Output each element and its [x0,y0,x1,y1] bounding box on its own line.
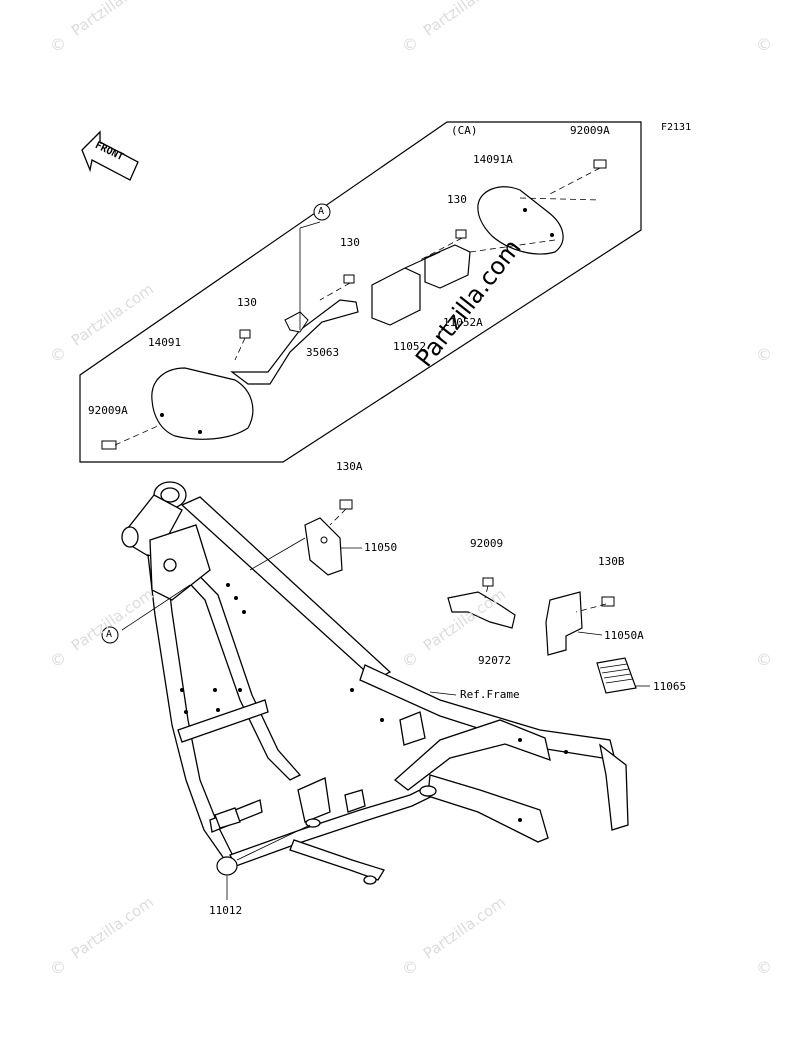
copyright-symbol: © [756,650,772,669]
plate-11052A [424,244,471,289]
callout-11052A: 11052A [443,316,483,329]
callout-14091A: 14091A [473,153,513,166]
module-11065 [596,657,637,694]
copyright-symbol: © [402,958,418,977]
ref-a-label-top: A [318,206,325,217]
bracket-11050A [545,591,583,656]
figure-code: F2131 [661,122,692,133]
callout-11052: 11052 [393,340,427,353]
callout-11050: 11050 [364,541,398,554]
cover-14091 [151,367,254,440]
callout-11012: 11012 [209,904,243,917]
cover-14091A [477,186,564,255]
ref-a-marker-top [313,203,331,221]
copyright-symbol: © [756,35,772,54]
copyright-symbol: © [402,35,418,54]
bracket-11050 [304,517,343,576]
callout-35063: 35063 [306,346,340,359]
ca-inset-border [79,121,642,463]
callout-130A: 130A [336,460,363,473]
callout-92009A-top: 92009A [570,124,610,137]
callout-130-mid: 130 [340,236,360,249]
callout-130-right: 130 [447,193,467,206]
ref-a-marker-bottom [101,626,119,644]
copyright-symbol: © [756,345,772,364]
copyright-symbol: © [50,345,66,364]
copyright-symbol: © [402,650,418,669]
callout-130-left: 130 [237,296,257,309]
copyright-symbol: © [50,35,66,54]
callout-130B: 130B [598,555,625,568]
callout-92009A-left: 92009A [88,404,128,417]
bracket-35063 [230,299,359,385]
front-arrow [81,130,139,181]
variant-label: (CA) [451,124,478,137]
callout-14091: 14091 [148,336,182,349]
ref-a-label-bottom: A [106,629,113,640]
copyright-symbol: © [756,958,772,977]
plate-11052 [371,267,421,326]
callout-11065: 11065 [653,680,687,693]
callout-ref-frame: Ref.Frame [460,688,520,701]
callout-92072: 92072 [478,654,512,667]
callout-92009: 92009 [470,537,504,550]
callout-11050A: 11050A [604,629,644,642]
cap-11012 [216,856,238,876]
copyright-symbol: © [50,958,66,977]
copyright-symbol: © [50,650,66,669]
motorcycle-frame [121,481,629,885]
